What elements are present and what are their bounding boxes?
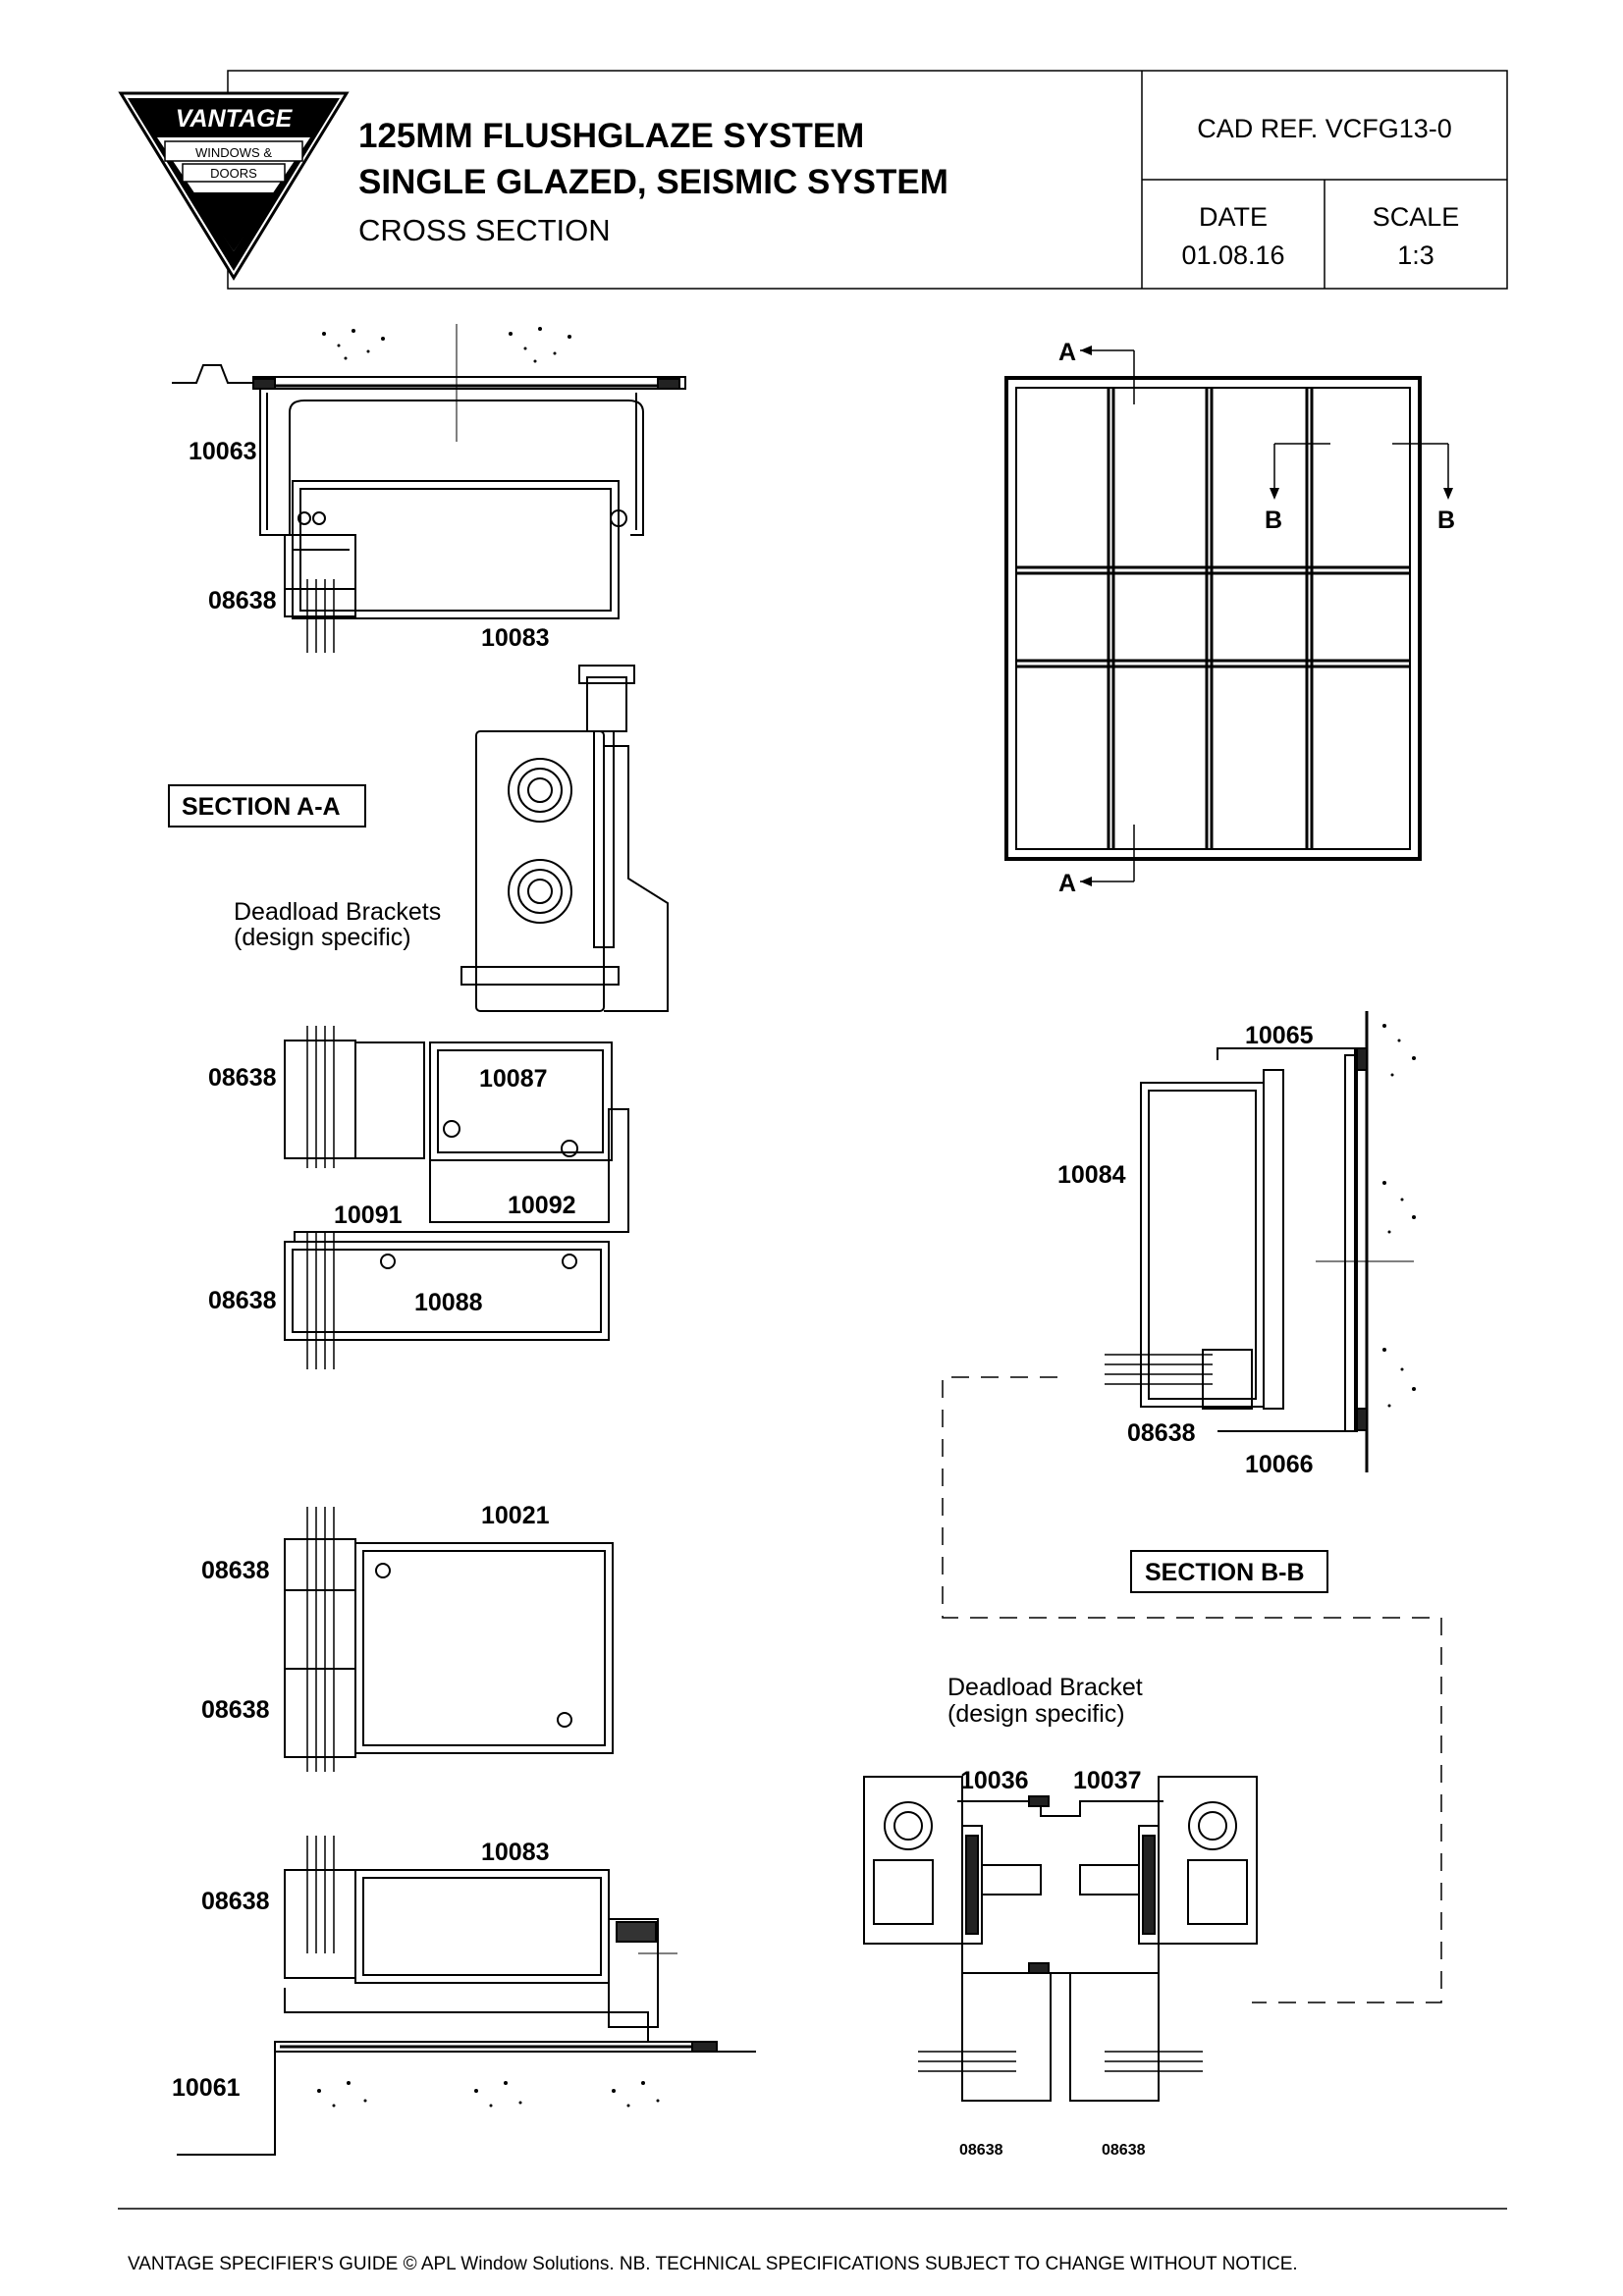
part-08638-midrail-top: 08638 [201, 1557, 270, 1584]
part-10066: 10066 [1245, 1451, 1314, 1478]
part-08638-transom-top: 08638 [208, 1064, 277, 1092]
section-b-b-label: SECTION B-B [1145, 1559, 1305, 1586]
part-10087: 10087 [479, 1065, 548, 1093]
part-10088: 10088 [414, 1289, 483, 1316]
section-a-a-label: SECTION A-A [182, 793, 341, 821]
concrete-hatch-jamb [1382, 1024, 1416, 1408]
part-10021: 10021 [481, 1502, 550, 1529]
part-08638-mullion-right: 08638 [1102, 2142, 1146, 2159]
section-a-a-box [168, 784, 366, 828]
section-mark-b-left: B [1265, 507, 1282, 534]
concrete-hatch-sill [317, 2081, 660, 2108]
part-10063: 10063 [189, 438, 257, 465]
midrail-detail [284, 1507, 614, 1772]
part-10037: 10037 [1073, 1767, 1142, 1794]
section-mark-b-right: B [1437, 507, 1455, 534]
title-line3: CROSS SECTION [358, 213, 611, 247]
deadload-brackets-note-1: Deadload Brackets [234, 898, 441, 926]
cad-ref: CAD REF. VCFG13-0 [1197, 114, 1452, 143]
part-08638-midrail-bottom: 08638 [201, 1696, 270, 1724]
section-mark-a-top: A [1058, 339, 1076, 366]
section-mark-a-bottom: A [1058, 870, 1076, 897]
deadload-brackets-note-2: (design specific) [234, 924, 411, 951]
part-10036: 10036 [960, 1767, 1029, 1794]
deadload-bracket-note-2: (design specific) [947, 1700, 1125, 1728]
deadload-bracket-a [460, 665, 669, 1012]
head-detail [172, 324, 686, 653]
date-label: DATE [1199, 202, 1268, 232]
logo-line1: WINDOWS & [195, 145, 272, 160]
scale-value: 1:3 [1397, 240, 1434, 270]
callout-dashed-line [942, 1376, 1442, 2003]
part-10083-sill: 10083 [481, 1839, 550, 1866]
section-b-b-box [1130, 1550, 1328, 1593]
part-10091: 10091 [334, 1201, 403, 1229]
vantage-logo [118, 91, 350, 281]
part-10084: 10084 [1057, 1161, 1126, 1189]
sill-detail [177, 1836, 756, 2156]
part-08638-jamb: 08638 [1127, 1419, 1196, 1447]
jamb-detail [1105, 1011, 1414, 1472]
deadload-bracket-note-1: Deadload Bracket [947, 1674, 1143, 1701]
date-value: 01.08.16 [1181, 240, 1284, 270]
mullion-detail [863, 1776, 1258, 2102]
title-line2: SINGLE GLAZED, SEISMIC SYSTEM [358, 163, 948, 201]
scale-label: SCALE [1373, 202, 1460, 232]
part-08638-mullion-left: 08638 [959, 2142, 1003, 2159]
part-10065: 10065 [1245, 1022, 1314, 1049]
concrete-hatch-head [322, 327, 571, 363]
logo-line2: DOORS [210, 166, 257, 181]
part-10083-head: 10083 [481, 624, 550, 652]
part-10092: 10092 [508, 1192, 576, 1219]
part-08638-sill: 08638 [201, 1888, 270, 1915]
part-08638-transom-bottom: 08638 [208, 1287, 277, 1314]
part-10061: 10061 [172, 2074, 241, 2102]
transom-detail [284, 1026, 629, 1369]
title-line1: 125MM FLUSHGLAZE SYSTEM [358, 117, 864, 155]
logo-brand: VANTAGE [176, 105, 294, 133]
window-elevation [1004, 346, 1453, 886]
part-08638-head: 08638 [208, 587, 277, 614]
footer-text: VANTAGE SPECIFIER'S GUIDE © APL Window S… [128, 2254, 1298, 2274]
